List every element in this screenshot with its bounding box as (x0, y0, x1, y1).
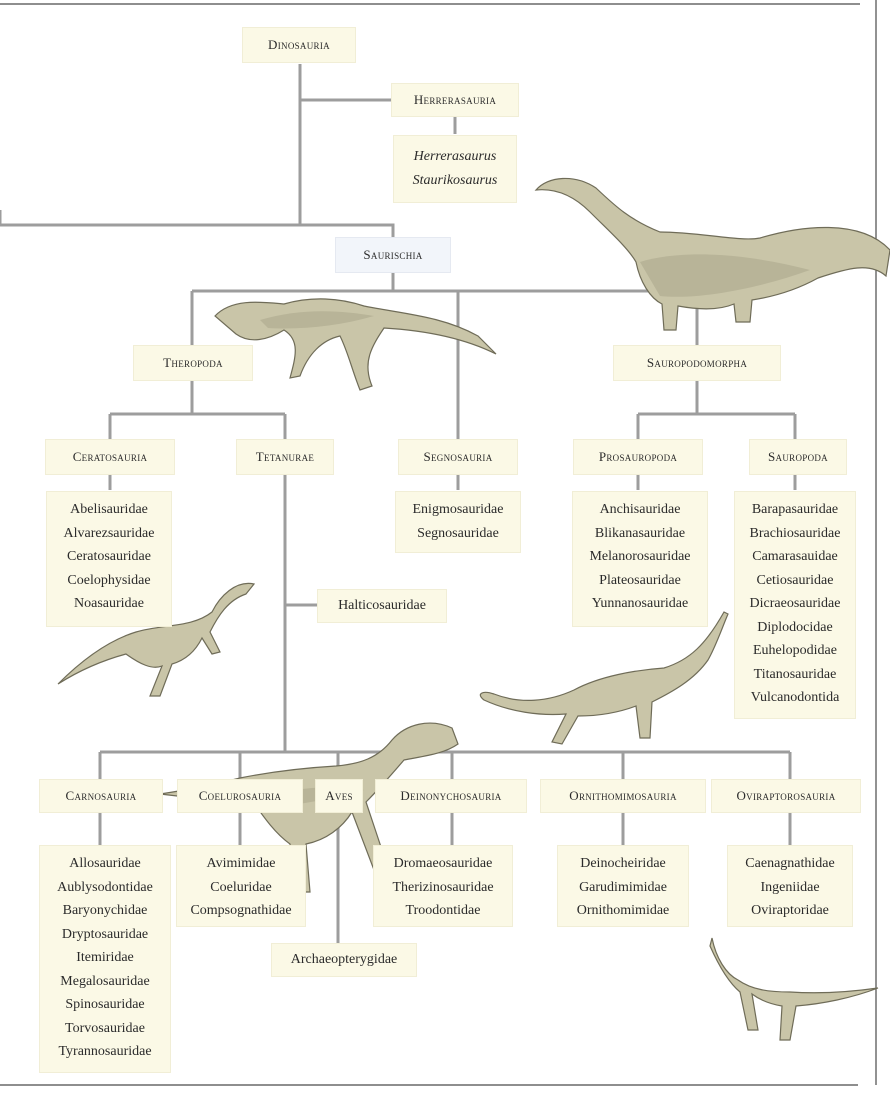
prosauropoda-families: Anchisauridae Blikanasauridae Melanorosa… (573, 492, 707, 626)
tetanurae-drops (98, 752, 792, 780)
archaeopterygidae-label: Archaeopterygidae (272, 944, 416, 976)
family-item: Compsognathidae (190, 903, 292, 918)
family-item: Therizinosauridae (392, 879, 494, 895)
theropoda-label: Theropoda (134, 346, 252, 380)
family-item: Noasauridae (74, 596, 144, 611)
family-item: Anchisauridae (599, 502, 681, 517)
deinonychosauria-families: Dromaeosauridae Therizinosauridae Troodo… (374, 846, 512, 926)
herrerasauria-genera: Herrerasaurus Staurikosaurus (394, 136, 516, 202)
family-item: Aublysodontidae (57, 879, 153, 895)
halticosauridae-label: Halticosauridae (318, 590, 446, 622)
family-item: Melanorosauridae (589, 549, 691, 564)
coelophysis-illustration (57, 582, 256, 697)
family-item: Avimimidae (206, 856, 276, 871)
sauropodomorpha-label: Sauropodomorpha (614, 346, 780, 380)
family-item: Blikanasauridae (594, 525, 686, 541)
family-item: Dromaeosauridae (393, 856, 493, 871)
family-item: Itemiridae (76, 950, 134, 965)
theropoda-crossbar (108, 380, 287, 440)
genus-item: Staurikosaurus (412, 172, 498, 188)
family-item: Brachiosauridae (749, 525, 841, 541)
family-item: Spinosauridae (65, 997, 145, 1012)
family-item: Coeluridae (210, 879, 272, 895)
ceratosauria-label: Ceratosauria (46, 440, 174, 474)
family-item: Plateosauridae (599, 572, 681, 588)
family-item: Camarasauidae (752, 549, 838, 564)
family-item: Diplodocidae (757, 619, 833, 635)
ornithomimosauria-label: Ornithomimosauria (541, 780, 705, 812)
saurischia-link (300, 223, 395, 238)
sauropodomorpha-crossbar (636, 380, 797, 440)
family-item: Euhelopodidae (753, 643, 837, 658)
family-item: Enigmosauridae (412, 502, 504, 517)
family-item: Coelophysidae (67, 572, 151, 588)
family-item: Tyrannosauridae (58, 1044, 152, 1059)
oviraptorosauria-label: Oviraptorosauria (712, 780, 860, 812)
family-item: Ornithomimidae (576, 903, 670, 918)
ornithomimosauria-families: Deinocheiridae Garudimimidae Ornithomimi… (558, 846, 688, 926)
segnosauria-label: Segnosauria (399, 440, 517, 474)
carnosauria-families: Allosauridae Aublysodontidae Baryonychid… (40, 846, 170, 1072)
family-item: Alvarezsauridae (63, 525, 155, 541)
family-item: Oviraptoridae (751, 903, 829, 918)
family-item: Caenagnathidae (745, 856, 835, 871)
deinonychosauria-label: Deinonychosauria (376, 780, 526, 812)
prosauropod-illustration (479, 611, 729, 745)
family-list-links (98, 812, 792, 846)
family-item: Megalosauridae (60, 973, 150, 989)
family-item: Baryonychidae (62, 903, 148, 918)
left-branch (0, 210, 300, 227)
family-item: Vulcanodontida (750, 690, 840, 705)
saurischia-label: Saurischia (336, 238, 450, 272)
family-item: Troodontidae (405, 903, 481, 918)
family-item: Dryptosauridae (61, 926, 149, 942)
tetanurae-label: Tetanurae (237, 440, 333, 474)
aves-label: Aves (316, 780, 362, 812)
family-item: Barapasauridae (751, 502, 839, 517)
family-item: Ceratosauridae (67, 549, 151, 564)
family-item: Dicraeosauridae (749, 596, 841, 611)
family-item: Torvosauridae (65, 1020, 145, 1036)
family-item: Titanosauridae (753, 666, 837, 682)
family-item: Cetiosauridae (756, 572, 834, 588)
coelurosauria-families: Avimimidae Coeluridae Compsognathidae (177, 846, 305, 926)
coelurosauria-label: Coelurosauria (178, 780, 302, 812)
dinosauria-label: Dinosauria (243, 28, 355, 62)
segnosauria-families: Enigmosauridae Segnosauridae (396, 492, 520, 552)
family-item: Deinocheiridae (580, 856, 666, 871)
family-item: Abelisauridae (70, 502, 148, 517)
sauropoda-label: Sauropoda (750, 440, 846, 474)
family-item: Segnosauridae (417, 525, 499, 541)
carnosauria-label: Carnosauria (40, 780, 162, 812)
family-item: Garudimimidae (579, 879, 667, 895)
genus-item: Herrerasaurus (413, 149, 497, 164)
family-item: Yunnanosauridae (591, 596, 689, 611)
family-item: Ingeniidae (760, 879, 820, 895)
theropod-illustration (214, 298, 497, 391)
sauropod-illustration (534, 177, 890, 331)
family-item: Allosauridae (69, 856, 141, 871)
prosauropoda-label: Prosauropoda (574, 440, 702, 474)
sauropoda-families: Barapasauridae Brachiosauridae Camarasau… (735, 492, 855, 718)
herrerasauria-label: Herrerasauria (392, 84, 518, 116)
oviraptorosauria-families: Caenagnathidae Ingeniidae Oviraptoridae (728, 846, 852, 926)
ceratosauria-families: Abelisauridae Alvarezsauridae Ceratosaur… (47, 492, 171, 626)
oviraptor-illustration (709, 937, 879, 1041)
